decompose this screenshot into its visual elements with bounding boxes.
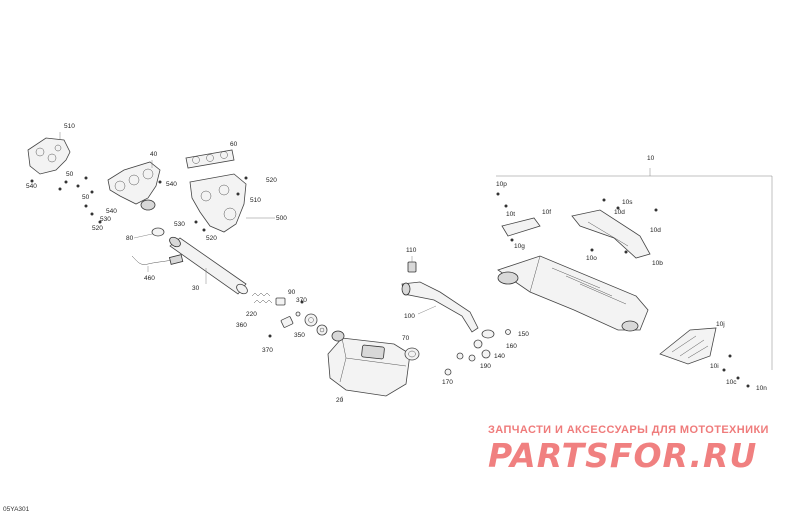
callout-540: 540 xyxy=(106,208,117,215)
callout-360: 360 xyxy=(236,322,247,329)
callout-530: 530 xyxy=(174,221,185,228)
callout-370: 370 xyxy=(296,297,307,304)
callout-20: 20 xyxy=(336,397,344,404)
callout-170: 170 xyxy=(442,379,453,386)
part-exhaust-manifold-40 xyxy=(107,160,161,211)
callout-10i: 10i xyxy=(710,363,719,370)
callout-540: 540 xyxy=(26,183,37,190)
callout-350: 350 xyxy=(294,332,305,339)
callout-10t: 10t xyxy=(506,211,515,218)
callout-80: 80 xyxy=(126,235,134,242)
watermark-brand: PARTSFOR.RU xyxy=(488,436,758,475)
callout-510: 510 xyxy=(64,123,75,130)
callout-460: 460 xyxy=(144,275,155,282)
callout-220: 220 xyxy=(246,311,257,318)
callout-90: 90 xyxy=(288,289,296,296)
callout-190: 190 xyxy=(480,363,491,370)
hardware-bolts xyxy=(30,176,750,388)
part-hardware-140-190 xyxy=(444,329,511,376)
callout-30: 30 xyxy=(192,285,200,292)
callout-530: 530 xyxy=(100,216,111,223)
callout-370: 370 xyxy=(262,347,273,354)
callout-10c: 10c xyxy=(726,379,737,386)
part-silencer-assembly-10 xyxy=(496,168,773,370)
part-heat-shield-10f xyxy=(501,209,651,259)
part-manifold-500 xyxy=(189,173,275,233)
callout-100: 100 xyxy=(404,313,415,320)
callout-60: 60 xyxy=(230,141,238,148)
part-end-cap-10j xyxy=(659,327,717,365)
part-gasket-60 xyxy=(185,149,235,169)
callout-10b: 10b xyxy=(652,260,663,267)
callout-520: 520 xyxy=(206,235,217,242)
watermark-tagline: ЗАПЧАСТИ И АКСЕССУАРЫ ДЛЯ МОТОТЕХНИКИ xyxy=(488,424,769,436)
callout-50: 50 xyxy=(82,194,90,201)
diagram-code: 05YA301 xyxy=(3,506,30,513)
callout-10d: 10d xyxy=(650,227,661,234)
part-clamp-70 xyxy=(404,347,420,361)
callout-10n: 10n xyxy=(756,385,767,392)
callout-500: 500 xyxy=(276,215,287,222)
part-sensor-460 xyxy=(131,254,184,272)
callout-10s: 10s xyxy=(622,199,633,206)
callout-10o: 10o xyxy=(586,255,597,262)
callout-520: 520 xyxy=(266,177,277,184)
part-hardware-90-360 xyxy=(275,297,328,336)
callout-50: 50 xyxy=(66,171,74,178)
callout-70: 70 xyxy=(402,335,410,342)
callout-labels: 510 540 50 50 40 540 60 520 510 500 540 … xyxy=(26,123,767,404)
part-rear-pipe-100 xyxy=(401,256,495,339)
callout-10p: 10p xyxy=(496,181,507,188)
callout-150: 150 xyxy=(518,331,529,338)
part-springs-220 xyxy=(251,292,273,304)
callout-10d: 10d xyxy=(614,209,625,216)
callout-140: 140 xyxy=(494,353,505,360)
callout-510: 510 xyxy=(250,197,261,204)
callout-10g: 10g xyxy=(514,243,525,250)
callout-10f: 10f xyxy=(542,209,551,216)
part-muffler-20 xyxy=(327,330,411,402)
callout-110: 110 xyxy=(406,247,417,254)
callout-540: 540 xyxy=(166,181,177,188)
part-heat-shield-510 xyxy=(27,132,71,175)
part-front-pipe-30 xyxy=(169,236,248,295)
callout-160: 160 xyxy=(506,343,517,350)
callout-40: 40 xyxy=(150,151,158,158)
callout-10j: 10j xyxy=(716,321,725,328)
callout-10: 10 xyxy=(647,155,655,162)
callout-520: 520 xyxy=(92,225,103,232)
part-clamp-80 xyxy=(133,227,165,239)
